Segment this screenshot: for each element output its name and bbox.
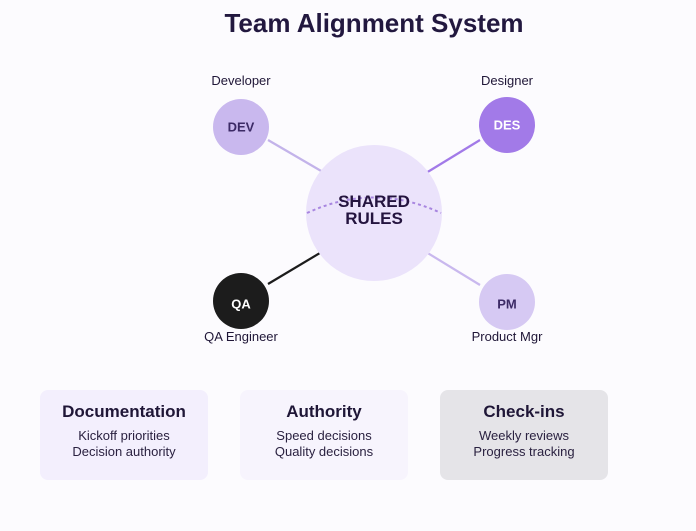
- pm-node-label: PM: [497, 296, 517, 311]
- card-title: Documentation: [62, 402, 186, 421]
- designer-node[interactable]: [479, 97, 535, 153]
- authority-card: Authority Speed decisions Quality decisi…: [240, 390, 408, 480]
- page-title: Team Alignment System: [224, 8, 524, 38]
- qa-node-label: QA: [231, 296, 251, 311]
- center-label-line2: RULES: [345, 209, 403, 228]
- developer-node-label: DEV: [228, 119, 255, 134]
- center-label-line1: SHARED: [338, 192, 410, 211]
- documentation-card: Documentation Kickoff priorities Decisio…: [40, 390, 208, 480]
- card-title: Authority: [286, 402, 362, 421]
- card-title: Check-ins: [483, 402, 565, 421]
- shared-rules-circle: [306, 145, 442, 281]
- card-line: Quality decisions: [274, 444, 374, 459]
- card-line: Weekly reviews: [478, 428, 570, 443]
- role-label-qa-engineer: QA Engineer: [204, 329, 278, 344]
- card-line: Kickoff priorities: [78, 428, 170, 443]
- designer-node-label: DES: [494, 117, 521, 132]
- card-line: Speed decisions: [276, 428, 372, 443]
- role-label-designer: Designer: [481, 73, 534, 88]
- role-label-developer: Developer: [211, 73, 271, 88]
- product-manager-node[interactable]: [479, 274, 535, 330]
- role-label-product-mgr: Product Mgr: [472, 329, 543, 344]
- check-ins-card: Check-ins Weekly reviews Progress tracki…: [440, 390, 608, 480]
- dashed-arc: [306, 196, 442, 214]
- card-line: Progress tracking: [473, 444, 575, 459]
- qa-engineer-node[interactable]: [213, 273, 269, 329]
- developer-node[interactable]: [213, 99, 269, 155]
- card-line: Decision authority: [72, 444, 176, 459]
